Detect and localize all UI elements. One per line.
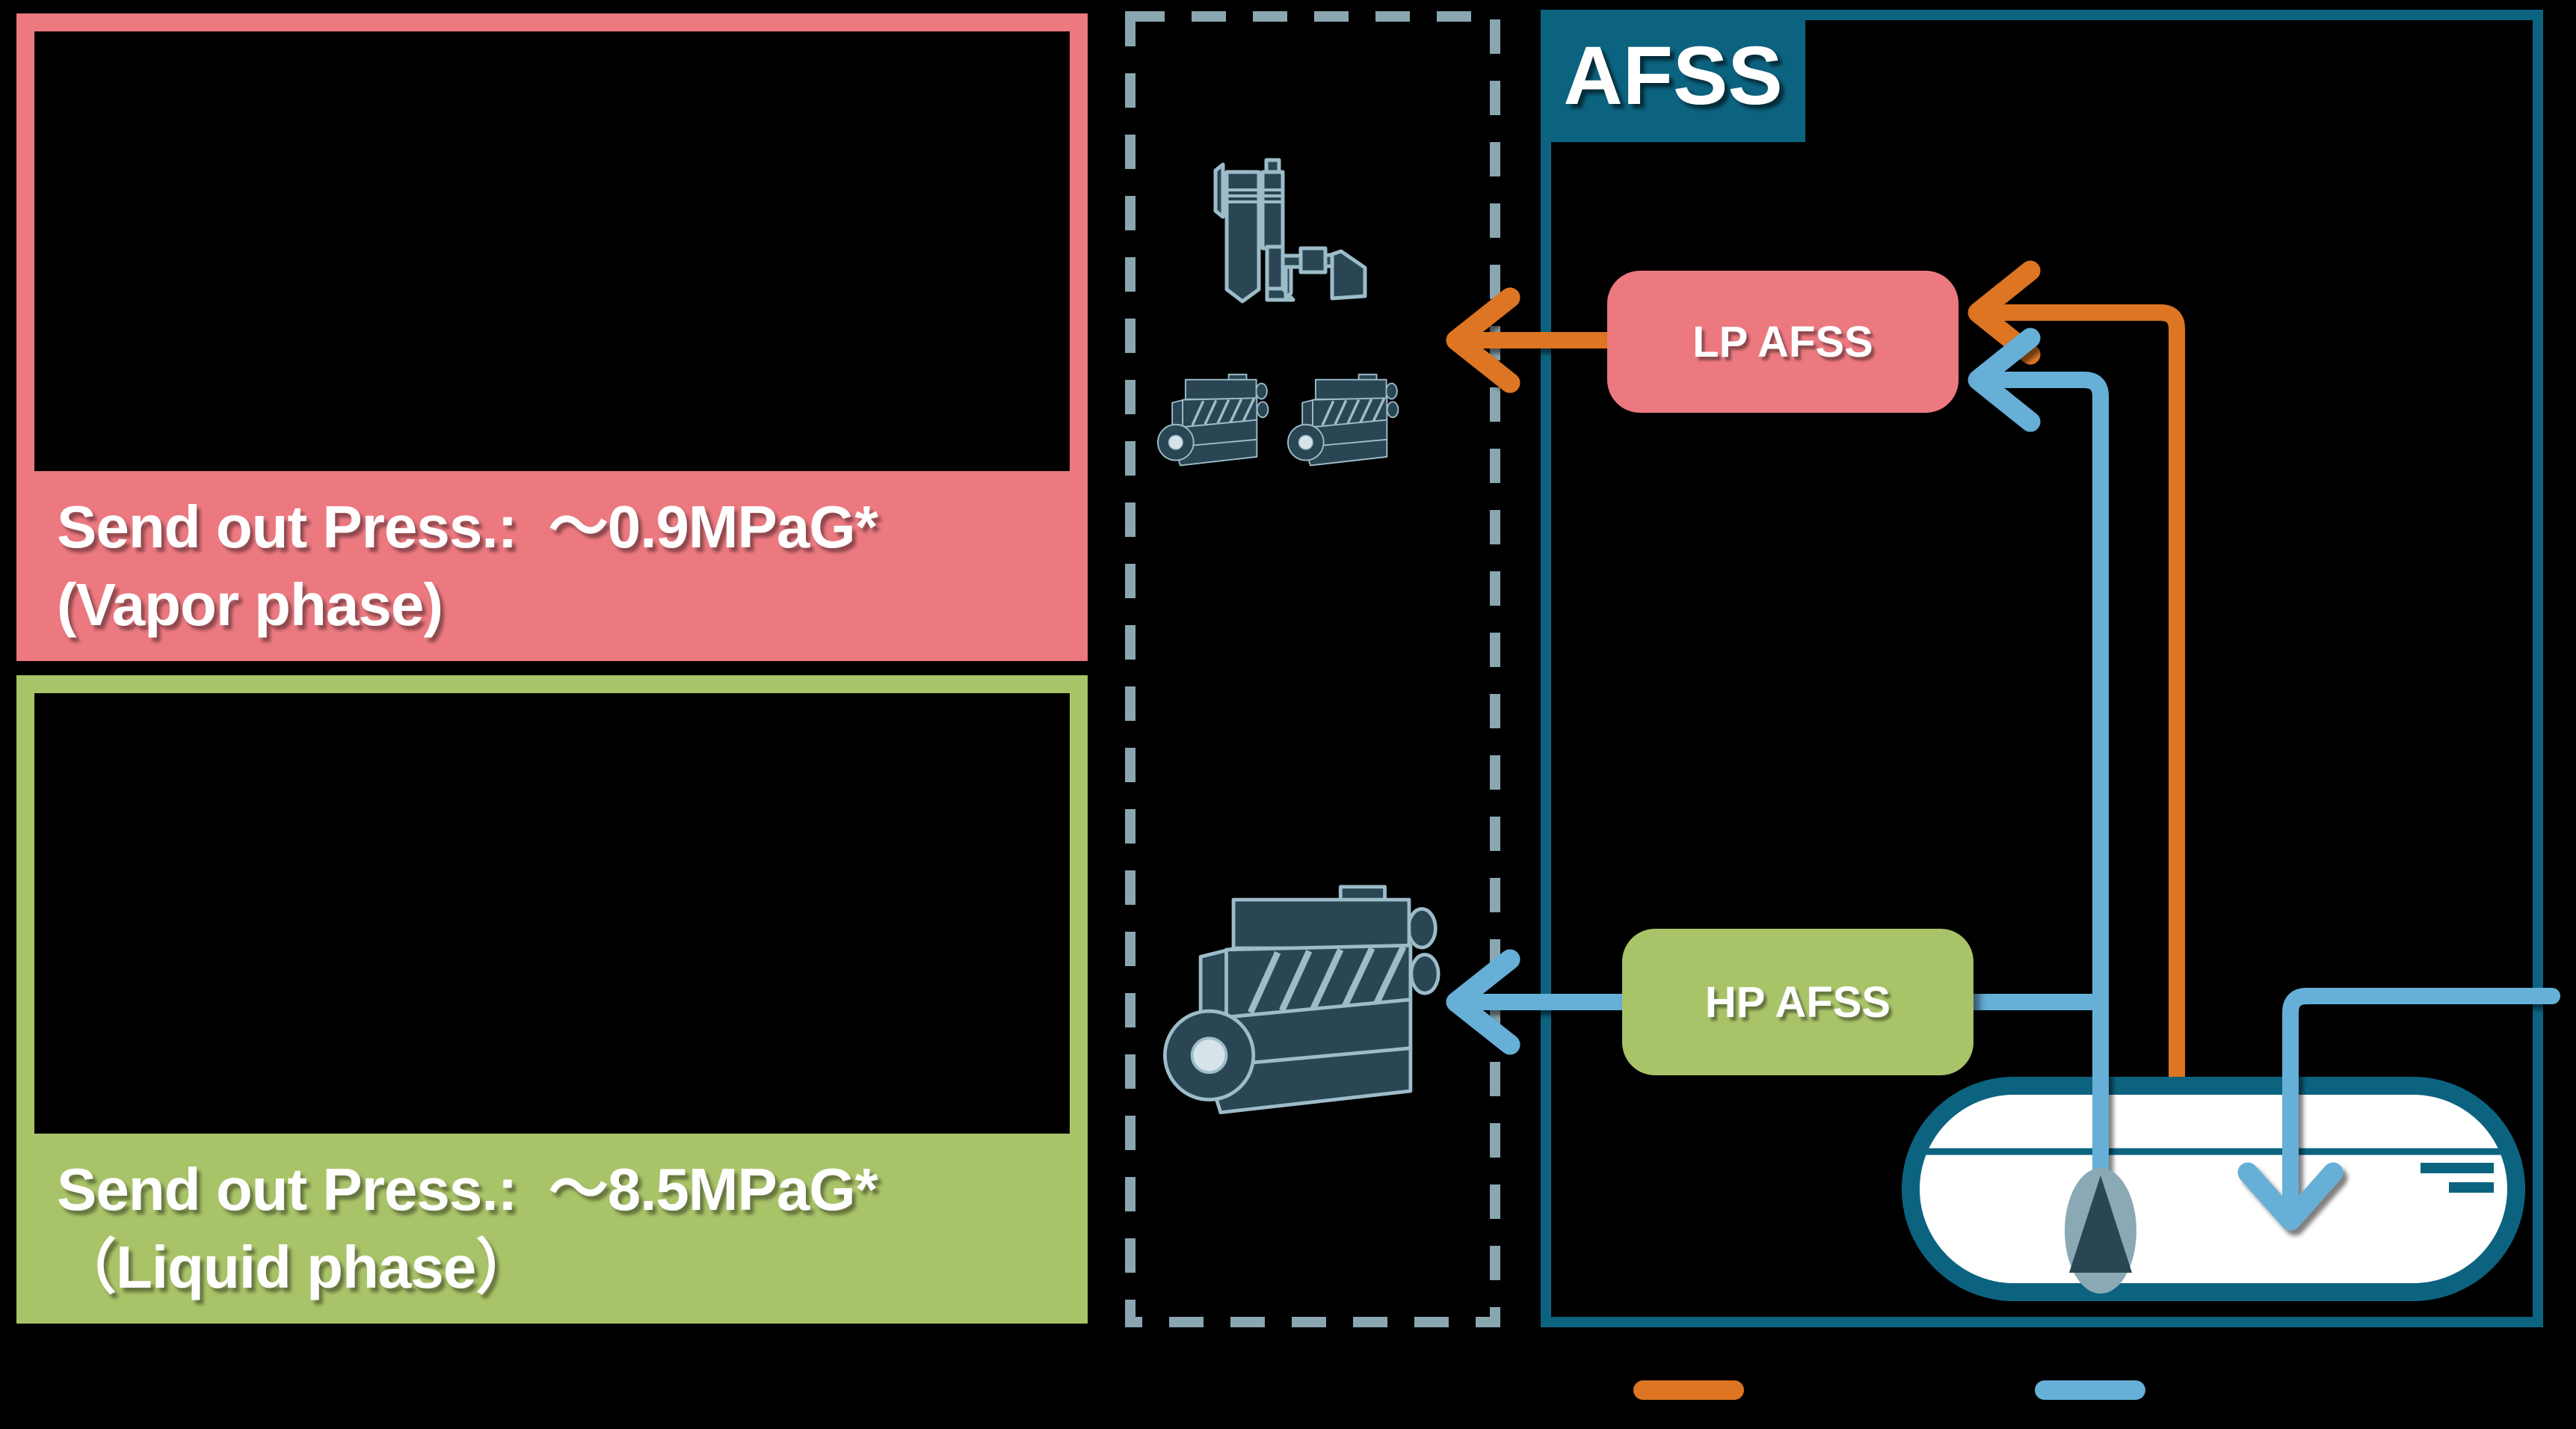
lp-afss-box: LP AFSS	[1607, 271, 1959, 413]
legend	[1633, 1380, 2145, 1400]
pump-to-lp-arrowhead	[1968, 328, 2041, 432]
vapor-supply-arrowhead	[1446, 287, 1520, 393]
hp-supply-arrowhead	[1446, 949, 1520, 1055]
afss-title: AFSS	[1541, 10, 1805, 142]
fuel-tank-icon	[1902, 1077, 2525, 1301]
vapor-caption-line1: Send out Press.: ～0.9MPaG*	[57, 493, 878, 560]
liquid-caption-line1: Send out Press.: ～8.5MPaG*	[57, 1155, 878, 1223]
submerged-pump-icon	[2065, 1168, 2136, 1294]
boiler-gcu-icon	[1213, 158, 1367, 304]
vapor-lines	[1446, 260, 2185, 1086]
vapor-panel: Send out Press.: ～0.9MPaG* (Vapor phase)	[16, 13, 1088, 661]
liquid-caption-line2: （Liquid phase）	[57, 1234, 535, 1300]
main-engine-icon	[1165, 887, 1438, 1113]
tank-vapor-line	[1988, 304, 2185, 1086]
legend-liquid-line-swatch	[2035, 1380, 2145, 1400]
pump-impeller	[2069, 1176, 2132, 1273]
afss-boundary-frame	[1541, 10, 2543, 1327]
liquid-lines	[1446, 328, 2560, 1231]
bunkering-arrowhead	[2237, 1162, 2344, 1231]
machinery-space-dashed-frame	[1125, 11, 1500, 1327]
generator-engine-icon	[1156, 373, 1270, 467]
vapor-caption-line2: (Vapor phase)	[57, 571, 443, 638]
bunkering-line	[2282, 988, 2560, 1211]
liquid-panel: Send out Press.: ～8.5MPaG* （Liquid phase…	[16, 675, 1088, 1324]
legend-vapor-line-swatch	[1633, 1380, 1744, 1400]
machinery-icons	[1156, 158, 1438, 1113]
hp-afss-box: HP AFSS	[1622, 929, 1973, 1075]
liquid-caption: Send out Press.: ～8.5MPaG* （Liquid phase…	[34, 1134, 1070, 1324]
vapor-caption: Send out Press.: ～0.9MPaG* (Vapor phase)	[34, 471, 1070, 661]
generator-engine-icon	[1287, 373, 1400, 467]
tank-body	[1902, 1077, 2525, 1301]
pump-to-lp-line	[1988, 372, 2109, 1196]
vapor-photo-placeholder	[34, 31, 1070, 471]
liquid-photo-placeholder	[34, 693, 1070, 1134]
